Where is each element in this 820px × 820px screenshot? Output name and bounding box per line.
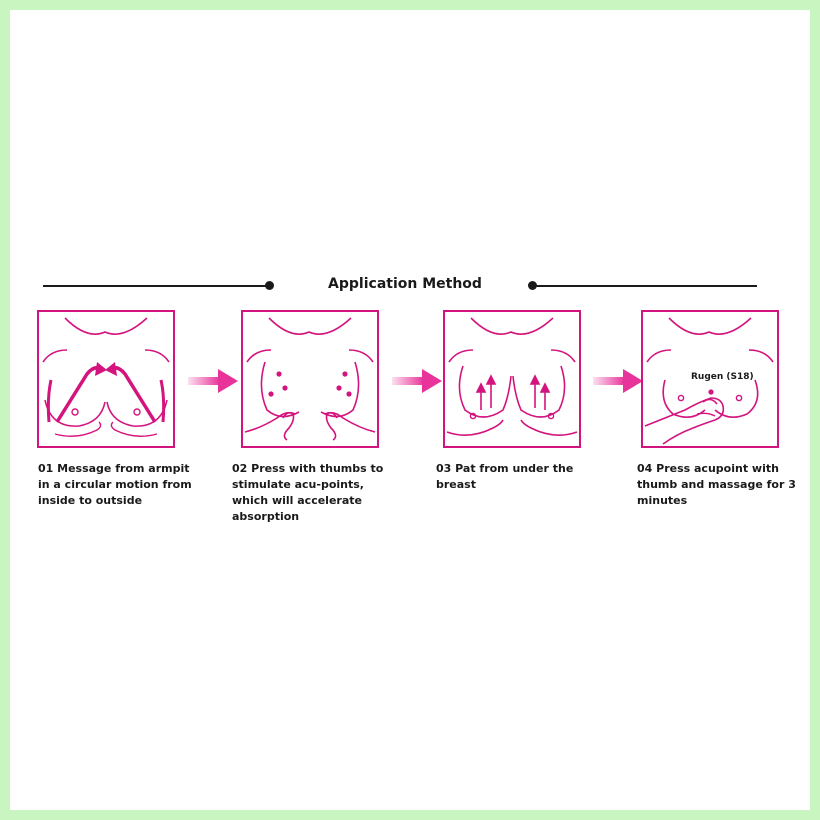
header: Application Method — [10, 272, 810, 298]
step-2-caption: 02 Press with thumbs to stimulate acu-po… — [232, 462, 384, 523]
page-title: Application Method — [328, 276, 482, 292]
acupoint-press-icon — [641, 310, 779, 448]
next-step-arrow-icon — [593, 369, 643, 393]
header-rule-left — [43, 285, 269, 287]
thumb-press-icon — [241, 310, 379, 448]
step-1-illustration — [37, 310, 175, 448]
header-dot-left — [265, 281, 274, 290]
step-3-caption: 03 Pat from under the breast — [436, 462, 574, 491]
step-1-caption: 01 Message from armpit in a circular mot… — [38, 462, 192, 507]
header-rule-right — [533, 285, 757, 287]
step-4-illustration: Rugen (S18) — [641, 310, 779, 448]
circular-massage-arrows-icon — [37, 310, 175, 448]
step-4-caption: 04 Press acupoint with thumb and massage… — [637, 462, 796, 507]
header-dot-right — [528, 281, 537, 290]
acupoint-label: Rugen (S18) — [691, 372, 754, 382]
step-2-illustration — [241, 310, 379, 448]
next-step-arrow-icon — [188, 369, 238, 393]
upward-pat-arrows-icon — [443, 310, 581, 448]
step-3-illustration — [443, 310, 581, 448]
next-step-arrow-icon — [392, 369, 442, 393]
